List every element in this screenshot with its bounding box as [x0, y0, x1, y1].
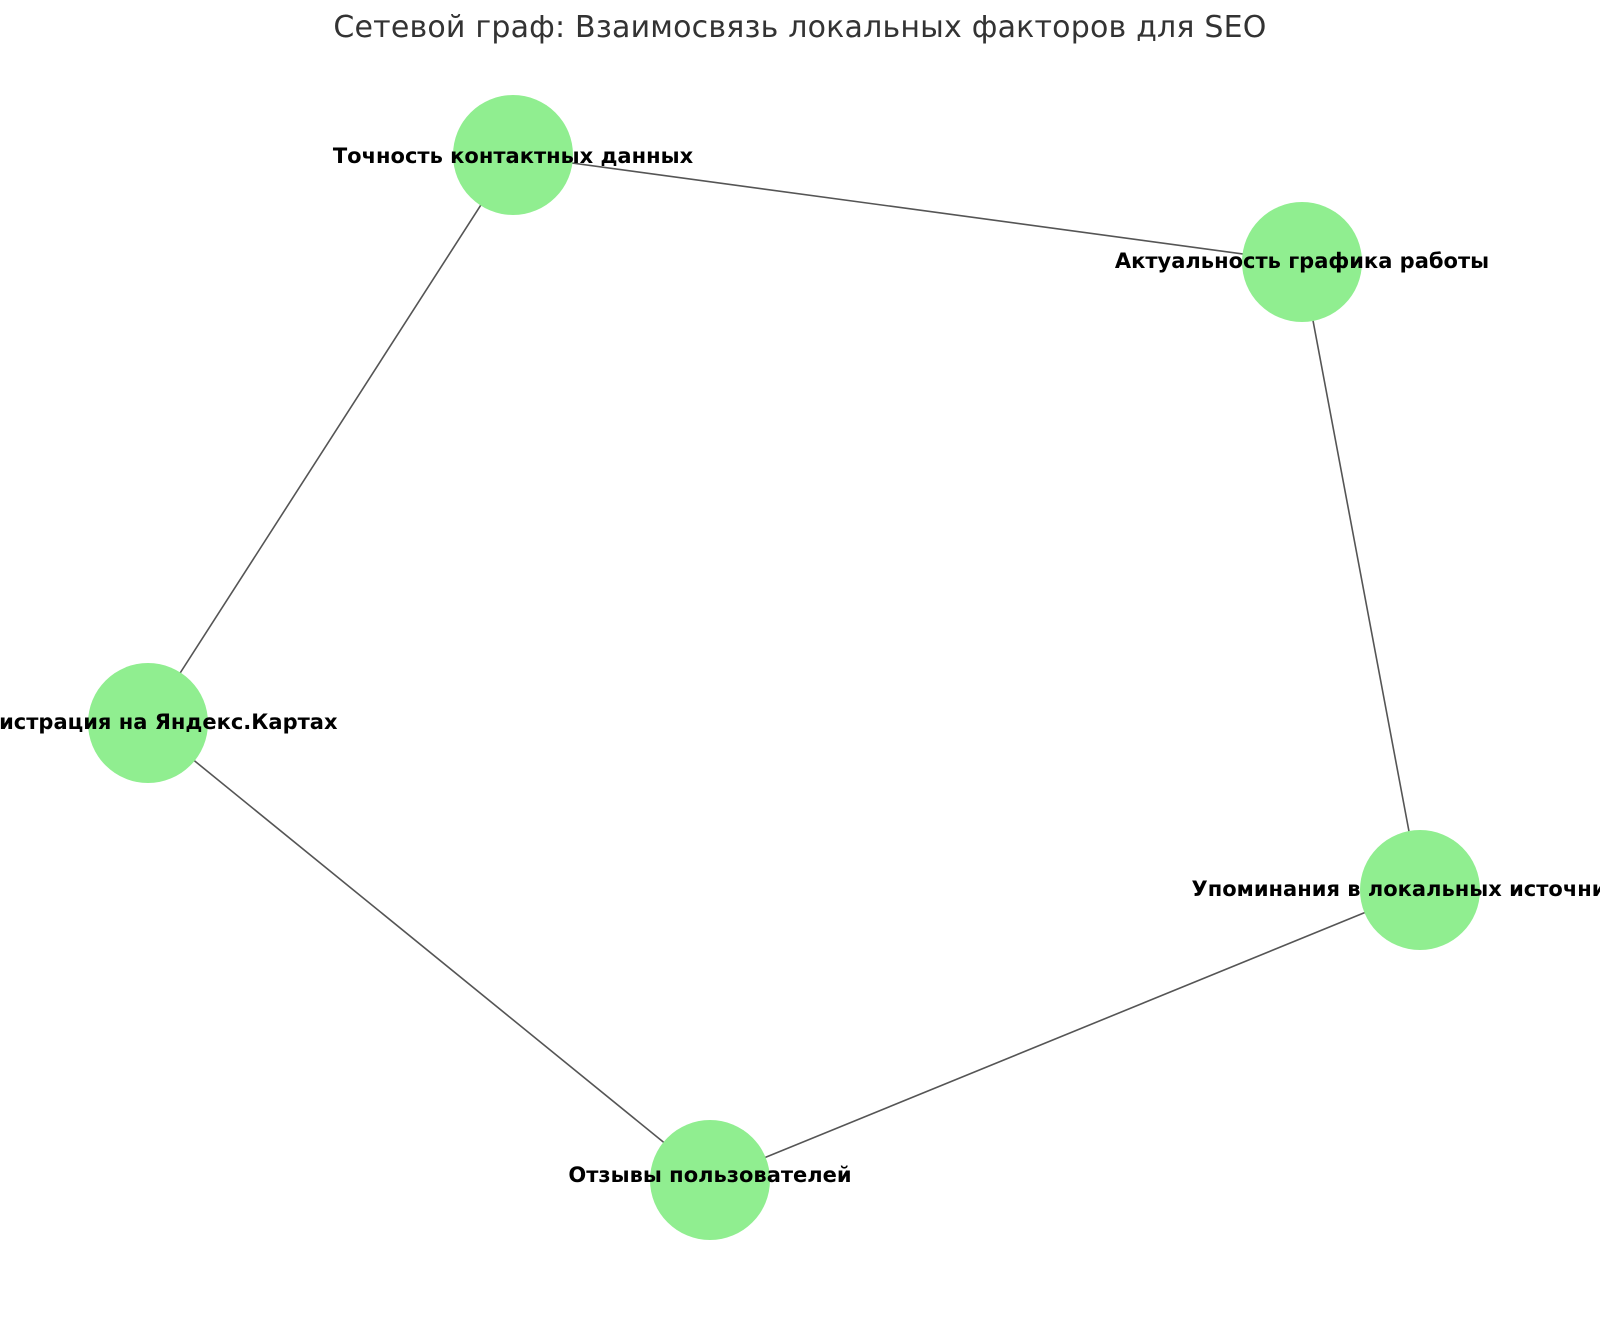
graph-node[interactable] — [1242, 202, 1362, 322]
graph-edge — [1301, 261, 1421, 891]
graph-edge — [147, 722, 711, 1181]
graph-edge — [709, 889, 1421, 1181]
graph-node[interactable] — [88, 663, 208, 783]
graph-edge — [512, 154, 1303, 263]
graph-node[interactable] — [650, 1120, 770, 1240]
page-title: Сетевой граф: Взаимосвязь локальных факт… — [333, 10, 1267, 45]
graph-edge — [147, 154, 514, 724]
graph-node[interactable] — [1360, 830, 1480, 950]
graph-node[interactable] — [453, 95, 573, 215]
